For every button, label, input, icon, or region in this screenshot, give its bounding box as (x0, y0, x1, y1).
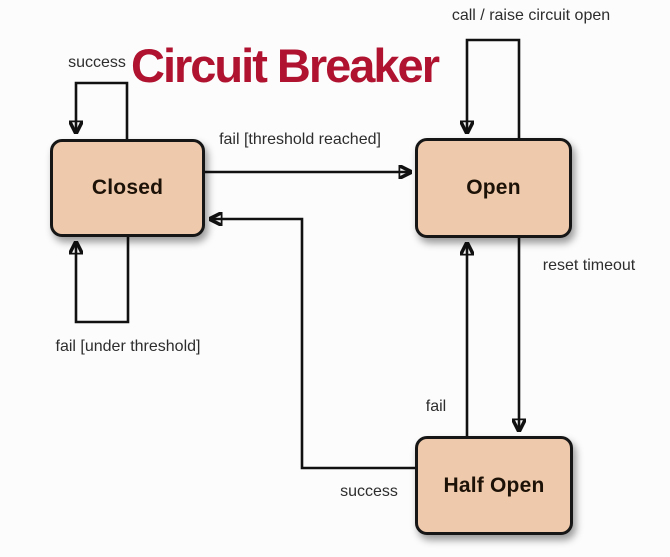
edge-label-reset-timeout: reset timeout (542, 257, 636, 274)
arrow-half-open-to-closed (211, 219, 415, 470)
node-half-open: Half Open (415, 436, 573, 535)
arrow-closed-self-bottom (76, 237, 130, 324)
edge-label-success: success (340, 483, 398, 500)
node-open: Open (415, 138, 572, 238)
edge-label-fail: fail (425, 398, 447, 415)
edge-label-open-self-call-raise: call / raise circuit open (451, 7, 611, 24)
arrow-open-self-top (467, 38, 521, 138)
edge-label-closed-self-success: success (68, 54, 126, 71)
node-half-open-label: Half Open (443, 473, 545, 497)
diagram-title: Circuit Breaker (131, 39, 440, 92)
node-closed-label: Closed (91, 176, 164, 199)
edge-label-fail-threshold-reached: fail [threshold reached] (219, 131, 381, 148)
arrow-closed-self-top (76, 81, 129, 139)
node-closed: Closed (50, 139, 205, 237)
node-open-label: Open (466, 176, 521, 199)
edge-label-fail-under-threshold: fail [under threshold] (55, 338, 201, 355)
